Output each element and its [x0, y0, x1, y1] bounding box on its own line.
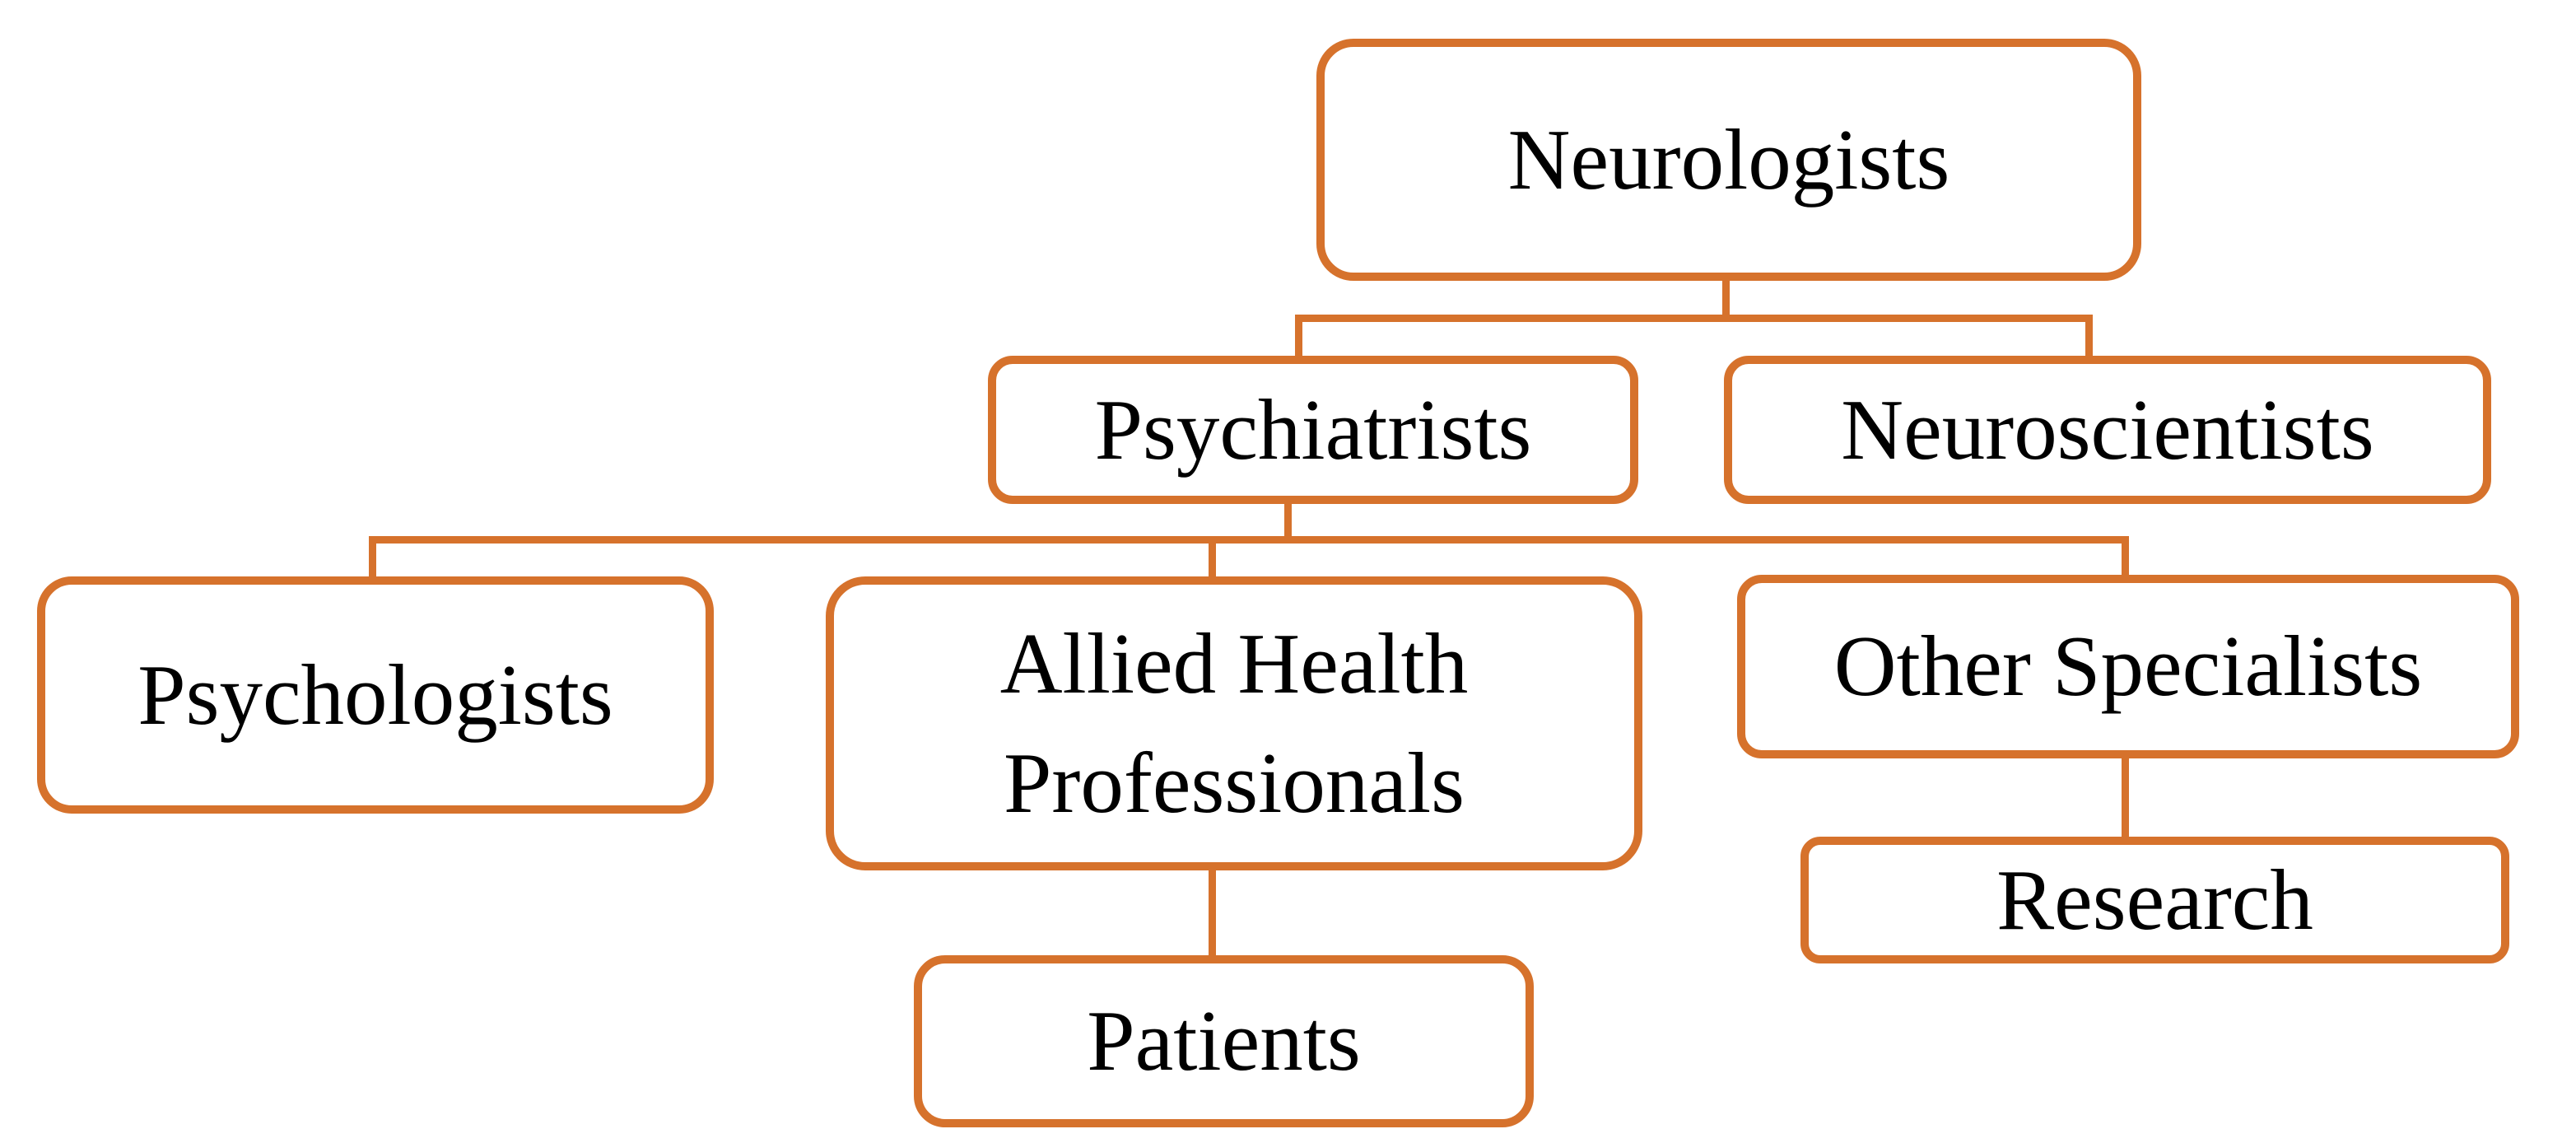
node-psychologists: Psychologists	[37, 576, 714, 814]
connector-allied-to-patients	[1209, 865, 1216, 959]
connector-to-neuroscientists	[2085, 315, 2093, 359]
node-research-label: Research	[1996, 851, 2313, 948]
node-research: Research	[1800, 837, 2509, 963]
connector-to-psychiatrists	[1295, 315, 1302, 359]
node-patients: Patients	[914, 955, 1534, 1127]
connector-to-allied-health	[1209, 536, 1216, 580]
node-neurologists: Neurologists	[1316, 39, 2141, 281]
node-neuroscientists: Neuroscientists	[1724, 356, 2491, 504]
connector-level1-splitter	[1295, 315, 2093, 322]
node-psychiatrists: Psychiatrists	[988, 356, 1638, 504]
node-other-specialists-label: Other Specialists	[1833, 618, 2423, 715]
connector-psychiatrists-down	[1284, 498, 1292, 544]
node-patients-label: Patients	[1087, 992, 1361, 1089]
node-neuroscientists-label: Neuroscientists	[1841, 380, 2374, 478]
connector-neurologists-down	[1722, 273, 1730, 319]
connector-to-psychologists	[369, 536, 376, 580]
node-psychologists-label: Psychologists	[137, 646, 613, 743]
node-allied-health-professionals-label: Allied Health Professionals	[999, 614, 1469, 831]
node-psychiatrists-label: Psychiatrists	[1094, 380, 1532, 478]
connector-other-to-research	[2122, 753, 2129, 843]
node-neurologists-label: Neurologists	[1507, 110, 1950, 208]
connector-level2-splitter	[369, 536, 2129, 544]
connector-to-other-specialists	[2122, 536, 2129, 580]
node-other-specialists: Other Specialists	[1737, 575, 2519, 758]
node-allied-health-professionals: Allied Health Professionals	[826, 576, 1642, 870]
